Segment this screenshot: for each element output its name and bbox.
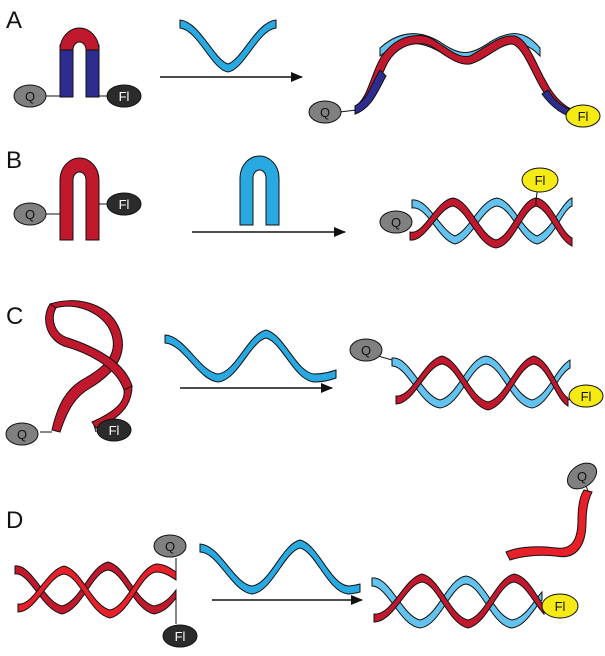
quencher-d-released: Q <box>566 462 598 490</box>
svg-text:Fl: Fl <box>581 389 592 404</box>
quencher-a: Q <box>13 84 47 108</box>
fluorophore-bright-d: Fl <box>541 593 579 619</box>
fluorophore-dark-c: Fl <box>96 418 132 442</box>
svg-text:Fl: Fl <box>119 197 130 212</box>
hairpin-probe-a <box>44 27 112 98</box>
svg-text:Q: Q <box>361 343 371 358</box>
hybrid-d <box>371 573 550 629</box>
quencher-a-end: Q <box>308 100 342 124</box>
svg-text:Fl: Fl <box>535 173 546 188</box>
svg-text:Fl: Fl <box>175 629 186 644</box>
target-hairpin-b <box>239 155 280 226</box>
fluorophore-dark-b: Fl <box>106 192 142 216</box>
svg-text:Q: Q <box>165 539 175 554</box>
quencher-c-end: Q <box>349 338 383 362</box>
svg-text:Fl: Fl <box>578 109 589 124</box>
target-strand-d <box>199 539 361 595</box>
panel-c: C Q Fl Q <box>5 300 604 446</box>
hybrid-a <box>339 33 581 121</box>
svg-text:Fl: Fl <box>119 89 130 104</box>
loop-red <box>59 27 100 51</box>
quencher-c: Q <box>5 422 39 446</box>
svg-text:Fl: Fl <box>555 599 566 614</box>
fluorophore-bright-a: Fl <box>565 104 601 128</box>
hybrid-c <box>377 355 575 411</box>
panel-label-b: B <box>6 147 22 174</box>
quencher-b-end: Q <box>379 210 413 234</box>
fluorophore-bright-b: Fl <box>521 167 559 193</box>
svg-text:Q: Q <box>17 427 27 442</box>
released-quencher-strand-d <box>505 485 593 561</box>
random-coil-probe-c <box>40 300 133 433</box>
hybrid-b <box>399 185 573 249</box>
panel-label-c: C <box>6 303 23 330</box>
panel-a: A Q Fl <box>6 7 601 128</box>
target-strand-c <box>164 329 337 383</box>
svg-text:Q: Q <box>320 105 330 120</box>
duplex-probe-d <box>14 558 177 624</box>
quencher-d: Q <box>153 534 187 558</box>
stem-blue-left <box>59 44 74 98</box>
svg-text:Q: Q <box>391 215 401 230</box>
panel-label-a: A <box>6 7 22 34</box>
panel-b: B Q Fl Q Fl <box>6 147 573 249</box>
fluorophore-dark-a: Fl <box>106 84 142 108</box>
fluorophore-bright-c: Fl <box>568 384 604 408</box>
quencher-b: Q <box>13 202 47 226</box>
stem-blue-right <box>85 44 100 98</box>
hairpin-probe-b <box>44 157 112 241</box>
svg-text:Fl: Fl <box>109 423 120 438</box>
panel-label-d: D <box>6 507 23 534</box>
svg-text:Q: Q <box>577 469 587 484</box>
panel-d: D Q Fl Fl <box>6 462 598 648</box>
svg-text:Q: Q <box>25 207 35 222</box>
target-strand-a <box>179 19 277 73</box>
fluorophore-dark-d: Fl <box>162 624 198 648</box>
svg-text:Q: Q <box>25 89 35 104</box>
